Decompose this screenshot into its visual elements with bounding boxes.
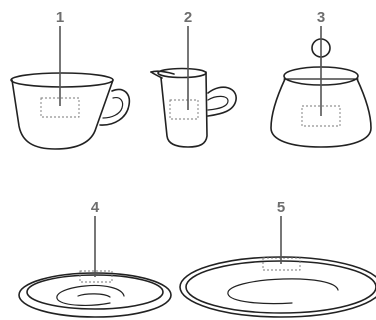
creamer-body xyxy=(161,72,207,147)
saucer-outer-rim xyxy=(19,273,171,317)
callout-1-label: 1 xyxy=(56,9,64,26)
saucer-well xyxy=(57,285,124,305)
plate-well xyxy=(228,279,338,304)
creamer-rim xyxy=(158,69,206,78)
saucer-item: 4 xyxy=(19,199,171,317)
callout-3-label: 3 xyxy=(317,9,325,26)
callout-4-label: 4 xyxy=(91,199,100,216)
sugar-bowl-item: 3 xyxy=(271,9,371,147)
callout-5-label: 5 xyxy=(277,199,285,216)
cup-handle xyxy=(100,89,129,125)
cup-rim xyxy=(11,73,113,87)
saucer-well-swirl xyxy=(78,294,110,297)
plate-inner-rim xyxy=(186,261,376,313)
creamer-item: 2 xyxy=(151,9,236,147)
creamer-handle xyxy=(208,87,236,116)
saucer-inner-rim xyxy=(27,275,163,309)
plate-item: 5 xyxy=(180,199,376,317)
callout-2-label: 2 xyxy=(184,9,192,26)
plate-outer-rim xyxy=(180,257,376,317)
cup-item: 1 xyxy=(11,9,129,149)
creamer-handle-inner xyxy=(208,96,228,110)
creamer-print-area xyxy=(170,100,198,119)
cup-body xyxy=(12,80,113,149)
